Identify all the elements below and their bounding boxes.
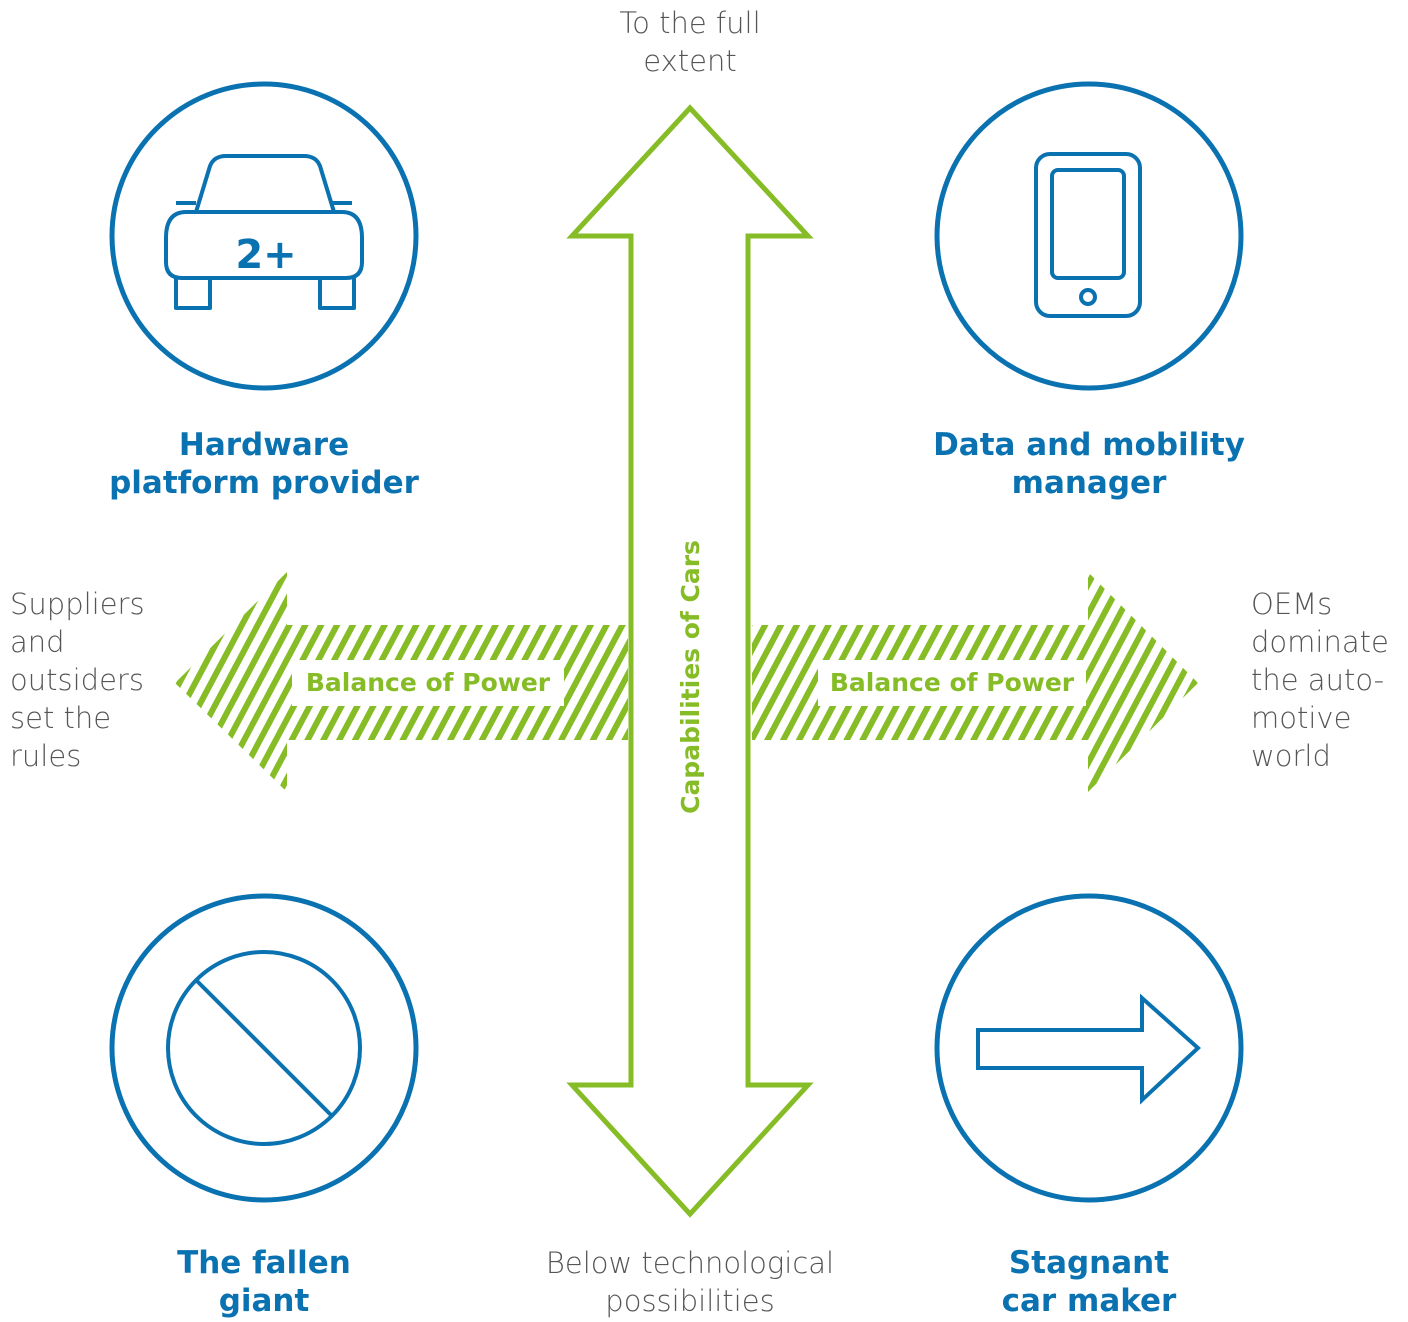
fallen-giant-circle (109, 893, 419, 1203)
hardware-platform-icon-group: 2+ (109, 81, 419, 391)
balance-of-power-arrow: Balance of Power Balance of Power (175, 572, 1198, 792)
prohibited-icon (166, 950, 362, 1146)
stagnant-circle (934, 893, 1244, 1203)
data-mobility-icon-group (934, 81, 1244, 391)
right-end-text: OEMs dominate the auto- motive world (1251, 587, 1389, 773)
fallen-giant-icon-group (109, 893, 419, 1203)
left-end-text: Suppliers and outsiders set the rules (10, 587, 145, 773)
balance-of-power-right-label: Balance of Power (830, 668, 1075, 697)
data-mobility-title: Data and mobility manager (933, 427, 1245, 501)
balance-of-power-left-label: Balance of Power (306, 668, 551, 697)
car-icon (164, 154, 364, 310)
hardware-platform-circle (109, 81, 419, 391)
data-mobility-circle (934, 81, 1244, 391)
capabilities-arrow: Capabilities of Cars (566, 104, 814, 1218)
fallen-giant-title: The fallen giant (177, 1245, 351, 1319)
vertical-bottom-label: Below technological possibilities (545, 1246, 835, 1318)
hardware-platform-title: Hardware platform provider (109, 427, 419, 501)
capabilities-of-cars-label: Capabilities of Cars (676, 540, 705, 814)
left-label-bg (292, 660, 564, 706)
vertical-double-arrow (566, 104, 814, 1218)
stagnant-title: Stagnant car maker (1001, 1245, 1177, 1319)
smartphone-icon (1034, 152, 1142, 318)
right-label-bg (818, 660, 1086, 706)
car-icon-label: 2+ (235, 232, 296, 278)
vertical-top-label: To the full extent (619, 6, 761, 78)
stagnant-icon-group (934, 893, 1244, 1203)
arrow-right-icon (976, 993, 1201, 1105)
